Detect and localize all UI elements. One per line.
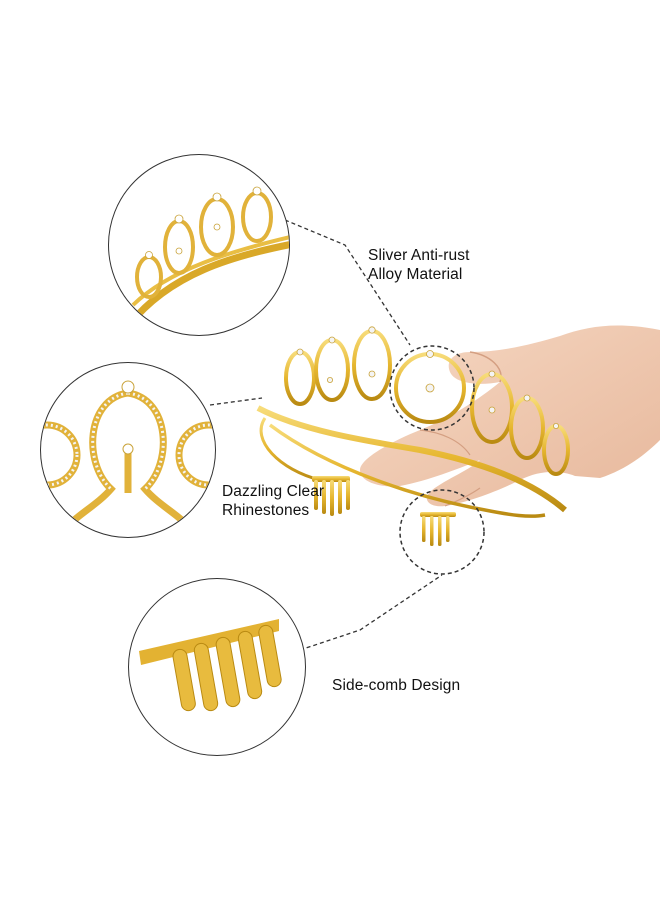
detail-circle-rhinestone — [40, 362, 216, 538]
tiara-product-photo — [256, 326, 570, 546]
callout-material-line2: Alloy Material — [368, 266, 463, 283]
callout-material: Sliver Anti-rust Alloy Material — [368, 246, 470, 284]
highlight-circle-comb — [399, 489, 485, 575]
detail-circle-comb — [128, 578, 306, 756]
callout-line-crown — [284, 219, 411, 346]
callout-line-comb — [299, 574, 443, 651]
callout-rhinestones-line2: Rhinestones — [222, 502, 310, 519]
callout-comb-line1: Side-comb Design — [332, 677, 461, 694]
callout-comb: Side-comb Design — [332, 676, 460, 695]
highlight-circle-material — [389, 345, 475, 431]
callout-material-line1: Sliver Anti-rust — [368, 247, 470, 264]
callout-line-rhinestone — [209, 397, 263, 406]
detail-circle-crown — [108, 154, 290, 336]
callout-rhinestones: Dazzling Clear Rhinestones — [222, 482, 324, 520]
callout-rhinestones-line1: Dazzling Clear — [222, 483, 325, 500]
